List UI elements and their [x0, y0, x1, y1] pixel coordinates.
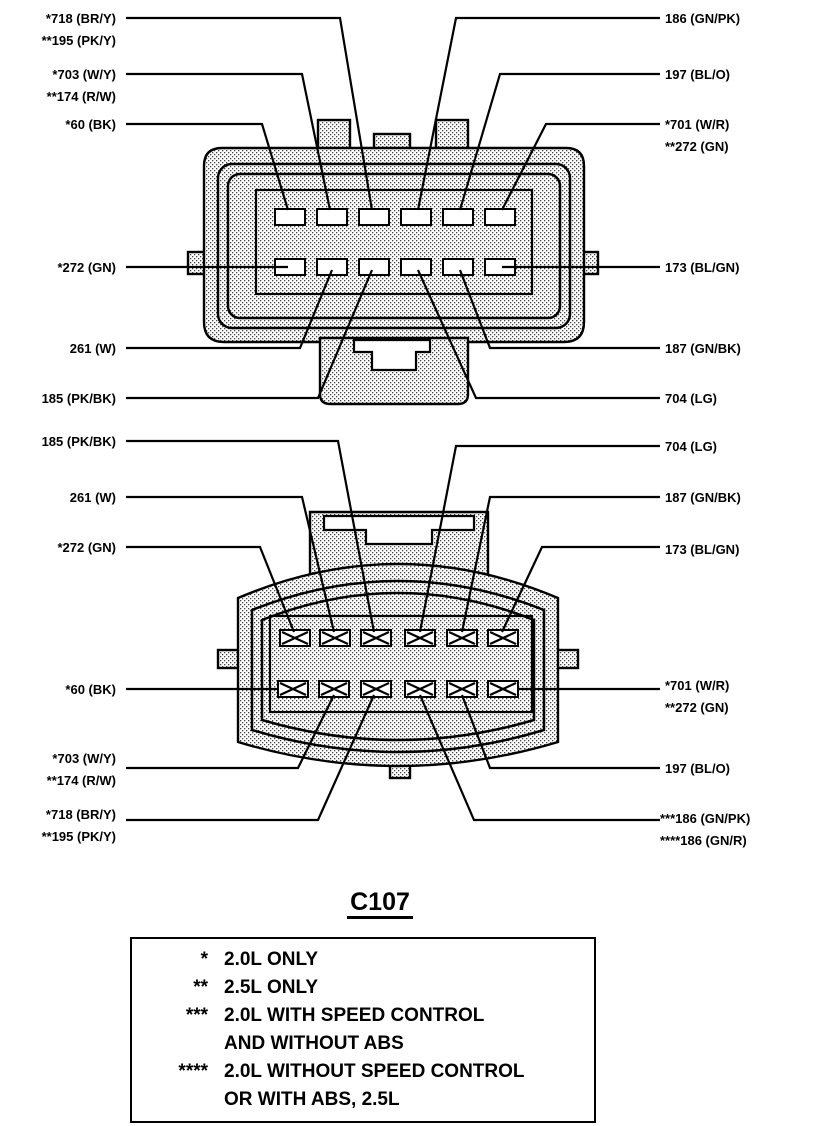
pin [484, 208, 516, 226]
legend-box: * 2.0L ONLY ** 2.5L ONLY *** 2.0L WITH S… [130, 937, 596, 1123]
legend-symbol: **** [178, 1061, 208, 1082]
pin [360, 629, 392, 647]
wire-label: *272 (GN) [57, 540, 116, 555]
pin [277, 680, 309, 698]
legend-text: 2.0L WITH SPEED CONTROL [224, 1005, 485, 1026]
bottom-pin-row-upper [279, 629, 519, 647]
pin [446, 629, 478, 647]
pin [316, 258, 348, 276]
pin [404, 629, 436, 647]
top-leader-lines [126, 16, 660, 400]
wire-label: 187 (GN/BK) [665, 490, 741, 505]
top-connector-view: *718 (BR/Y) **195 (PK/Y) *703 (W/Y) **17… [42, 11, 741, 406]
wire-label: 261 (W) [70, 490, 116, 505]
wire-label: *703 (W/Y) [52, 751, 116, 766]
connector-title: C107 [330, 888, 430, 919]
legend-text: 2.0L ONLY [224, 949, 318, 970]
wire-label: 173 (BL/GN) [665, 260, 739, 275]
wire-label: **174 (R/W) [47, 89, 116, 104]
bottom-leader-lines [126, 439, 660, 822]
wire-label: *60 (BK) [65, 682, 116, 697]
wire-label: *272 (GN) [57, 260, 116, 275]
legend-symbol: ** [193, 977, 208, 998]
top-pin-row-upper [274, 208, 516, 226]
wire-label: 197 (BL/O) [665, 761, 730, 776]
wire-label: ***186 (GN/PK) [660, 811, 750, 826]
pin [442, 208, 474, 226]
pin [446, 680, 478, 698]
bottom-connector-body [216, 510, 580, 780]
wire-label: 185 (PK/BK) [42, 391, 116, 406]
wire-label: **272 (GN) [665, 139, 729, 154]
wire-label: **272 (GN) [665, 700, 729, 715]
wire-label: 704 (LG) [665, 439, 717, 454]
pin [358, 208, 390, 226]
pin [442, 258, 474, 276]
pin [316, 208, 348, 226]
wire-label: 173 (BL/GN) [665, 542, 739, 557]
legend-text: OR WITH ABS, 2.5L [224, 1089, 400, 1110]
pin [319, 629, 351, 647]
wire-label: **195 (PK/Y) [42, 33, 116, 48]
wire-label: *60 (BK) [65, 117, 116, 132]
wire-label: 186 (GN/PK) [665, 11, 740, 26]
legend-text: 2.0L WITHOUT SPEED CONTROL [224, 1061, 525, 1082]
bottom-left-labels: 185 (PK/BK) 261 (W) *272 (GN) *60 (BK) *… [42, 434, 116, 844]
pin [360, 680, 392, 698]
bottom-connector-view: 185 (PK/BK) 261 (W) *272 (GN) *60 (BK) *… [42, 434, 751, 848]
wire-label: *718 (BR/Y) [46, 11, 116, 26]
pin [358, 258, 390, 276]
pin [279, 629, 311, 647]
top-connector-body [186, 118, 600, 406]
wire-label: **174 (R/W) [47, 773, 116, 788]
top-pin-row-lower [274, 258, 516, 276]
top-left-labels: *718 (BR/Y) **195 (PK/Y) *703 (W/Y) **17… [42, 11, 116, 406]
wire-label: 261 (W) [70, 341, 116, 356]
pin [487, 629, 519, 647]
pin [487, 680, 519, 698]
wire-label: *718 (BR/Y) [46, 807, 116, 822]
bottom-right-labels: 704 (LG) 187 (GN/BK) 173 (BL/GN) *701 (W… [660, 439, 750, 848]
pin [400, 258, 432, 276]
pin [274, 208, 306, 226]
wire-label: ****186 (GN/R) [660, 833, 747, 848]
pin [318, 680, 350, 698]
wire-label: 704 (LG) [665, 391, 717, 406]
legend-text: AND WITHOUT ABS [224, 1033, 404, 1054]
connector-title-text: C107 [347, 888, 413, 919]
wire-label: *701 (W/R) [665, 117, 729, 132]
wire-label: *701 (W/R) [665, 678, 729, 693]
legend-text: 2.5L ONLY [224, 977, 318, 998]
bottom-pin-row-lower [277, 680, 519, 698]
pin [400, 208, 432, 226]
wire-label: 185 (PK/BK) [42, 434, 116, 449]
wire-label: 187 (GN/BK) [665, 341, 741, 356]
wire-label: 197 (BL/O) [665, 67, 730, 82]
legend-symbol: *** [185, 1005, 208, 1026]
pin [404, 680, 436, 698]
wire-label: **195 (PK/Y) [42, 829, 116, 844]
wire-label: *703 (W/Y) [52, 67, 116, 82]
legend-symbol: * [200, 949, 208, 970]
top-right-labels: 186 (GN/PK) 197 (BL/O) *701 (W/R) **272 … [665, 11, 741, 406]
